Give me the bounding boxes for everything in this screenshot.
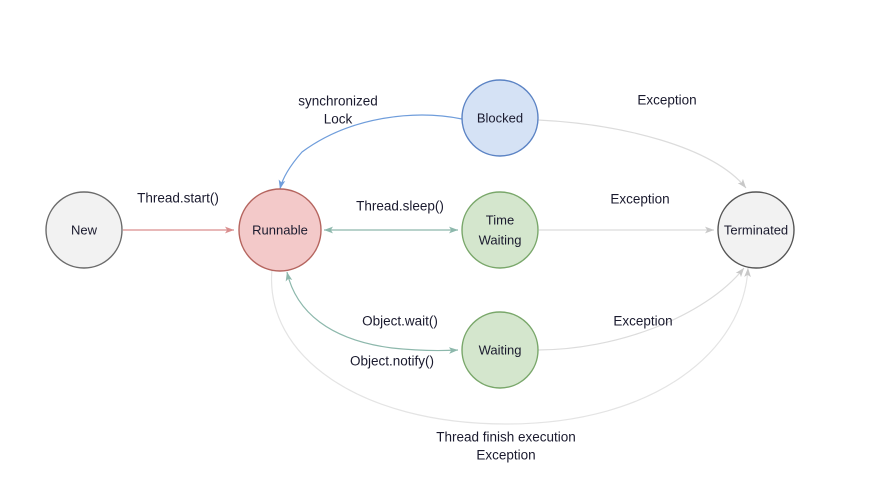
edge-label-exception-bottom: Exception — [476, 448, 535, 463]
node-time-waiting[interactable]: Time Waiting — [461, 191, 539, 269]
node-new-circle[interactable] — [45, 191, 123, 269]
node-new[interactable]: New — [45, 191, 123, 269]
edge-label-lock: Lock — [324, 112, 353, 127]
edge-runnable-blocked: synchronized Lock — [278, 94, 472, 190]
node-waiting[interactable]: Waiting — [461, 311, 539, 389]
node-terminated[interactable]: Terminated — [717, 191, 795, 269]
edge-label-exception-blocked: Exception — [637, 93, 696, 108]
node-blocked-circle[interactable] — [461, 79, 539, 157]
edge-label-thread-sleep: Thread.sleep() — [356, 199, 444, 214]
edge-layer: Thread.start() synchronized Lock Excepti… — [123, 93, 751, 463]
node-terminated-circle[interactable] — [717, 191, 795, 269]
edge-runnable-to-terminated-bottom-path — [270, 267, 751, 425]
edge-label-object-notify: Object.notify() — [350, 354, 434, 369]
edge-runnable-waiting: Object.wait() Object.notify() — [285, 271, 459, 369]
edge-runnable-waiting-path — [285, 271, 459, 354]
edge-label-synchronized: synchronized — [298, 94, 378, 109]
edge-label-thread-start: Thread.start() — [137, 191, 219, 206]
edge-label-object-wait: Object.wait() — [362, 314, 438, 329]
edge-runnable-timewaiting: Thread.sleep() — [323, 199, 459, 234]
node-waiting-circle[interactable] — [461, 311, 539, 389]
edge-blocked-to-terminated-path — [537, 119, 747, 189]
edge-runnable-blocked-path — [278, 114, 472, 190]
node-runnable[interactable]: Runnable — [238, 188, 322, 272]
edge-label-thread-finish: Thread finish execution — [436, 430, 576, 445]
edge-label-exception-waiting: Exception — [613, 314, 672, 329]
edge-waiting-to-terminated-path — [537, 267, 745, 351]
node-time-waiting-circle[interactable] — [461, 191, 539, 269]
edge-timewaiting-to-terminated: Exception — [539, 192, 715, 234]
edge-blocked-to-terminated: Exception — [537, 93, 747, 189]
edge-new-to-runnable: Thread.start() — [123, 191, 235, 234]
node-blocked[interactable]: Blocked — [461, 79, 539, 157]
edge-waiting-to-terminated: Exception — [537, 267, 745, 351]
edge-label-exception-timewaiting: Exception — [610, 192, 669, 207]
node-layer: New Runnable Blocked Time Waiting Waitin… — [45, 79, 795, 389]
node-runnable-circle[interactable] — [238, 188, 322, 272]
